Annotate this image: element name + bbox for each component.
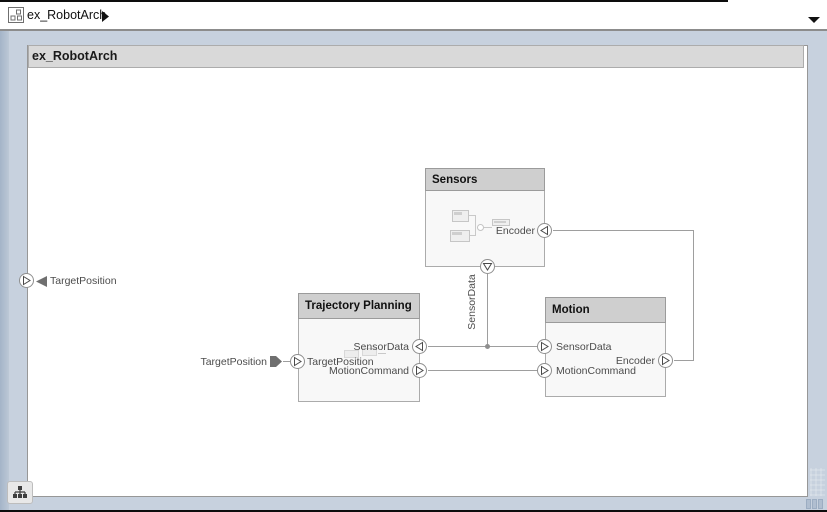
resize-grip-bar bbox=[818, 499, 823, 509]
port-tp-targetposition-input[interactable] bbox=[290, 354, 305, 369]
resize-grip-bar bbox=[806, 499, 811, 509]
sensors-preview-line bbox=[484, 227, 492, 228]
diagram-title-bar[interactable]: ex_RobotArch bbox=[28, 45, 804, 68]
component-motion[interactable]: Motion bbox=[545, 297, 666, 397]
connector-sensordata-vertical[interactable] bbox=[487, 274, 488, 347]
triangle-right-icon bbox=[294, 356, 302, 367]
port-label-tp-targetposition: TargetPosition bbox=[307, 356, 374, 368]
triangle-right-icon bbox=[541, 341, 549, 352]
port-motion-encoder-output[interactable] bbox=[658, 353, 673, 368]
connector-targetposition-stub[interactable] bbox=[283, 361, 291, 362]
triangle-right-icon bbox=[662, 355, 670, 366]
sensors-preview-line bbox=[469, 215, 476, 216]
triangle-right-icon bbox=[23, 275, 31, 286]
resize-grip-bar bbox=[812, 499, 817, 509]
sensors-preview-block bbox=[492, 219, 510, 226]
port-motion-motioncommand-input[interactable] bbox=[537, 363, 552, 378]
trajectory-preview-line bbox=[378, 353, 386, 354]
connector-encoder-h1[interactable] bbox=[674, 360, 694, 361]
sensors-preview-node bbox=[477, 224, 484, 231]
connector-sensordata-horizontal[interactable] bbox=[428, 346, 538, 347]
port-motion-sensordata-input[interactable] bbox=[537, 339, 552, 354]
trajectory-preview-block bbox=[362, 348, 377, 356]
caret-down-icon[interactable] bbox=[808, 11, 820, 29]
triangle-down-icon bbox=[482, 263, 493, 271]
connector-encoder-vertical[interactable] bbox=[693, 231, 694, 361]
triangle-right-icon bbox=[416, 365, 424, 376]
port-architecture-targetposition-input[interactable] bbox=[19, 273, 34, 288]
component-motion-header[interactable]: Motion bbox=[545, 297, 666, 323]
diagram-canvas[interactable] bbox=[27, 45, 808, 497]
triangle-left-icon bbox=[415, 341, 423, 352]
component-trajectory-planning-header[interactable]: Trajectory Planning bbox=[298, 293, 420, 319]
model-icon bbox=[8, 7, 24, 28]
connector-junction-dot bbox=[485, 344, 490, 349]
component-sensors[interactable]: Sensors bbox=[425, 168, 545, 267]
signal-source-label: TargetPosition bbox=[200, 356, 267, 368]
port-tp-sensordata-input[interactable] bbox=[412, 339, 427, 354]
caret-right-icon[interactable] bbox=[101, 9, 110, 27]
trajectory-preview-block bbox=[344, 350, 359, 358]
hierarchy-button[interactable] bbox=[7, 481, 33, 504]
sensors-preview-line bbox=[470, 235, 476, 236]
component-sensors-header[interactable]: Sensors bbox=[425, 168, 545, 191]
port-sensors-encoder-input[interactable] bbox=[537, 223, 552, 238]
resize-grip-pattern bbox=[810, 468, 825, 496]
window-top-border bbox=[0, 0, 728, 2]
component-trajectory-planning[interactable]: Trajectory Planning bbox=[298, 293, 420, 402]
port-label-tp-sensordata: SensorData bbox=[353, 341, 409, 353]
signal-tag-icon[interactable] bbox=[269, 355, 283, 373]
hierarchy-icon bbox=[13, 485, 27, 498]
port-sensors-sensordata-output[interactable] bbox=[480, 259, 495, 274]
port-tp-motioncommand-output[interactable] bbox=[412, 363, 427, 378]
workspace-left-shade bbox=[0, 31, 9, 512]
port-label-motion-motioncommand: MotionCommand bbox=[556, 365, 636, 377]
connector-encoder-h2[interactable] bbox=[553, 230, 694, 231]
boundary-input-label: TargetPosition bbox=[50, 275, 117, 287]
window-bottom-border bbox=[0, 510, 827, 512]
triangle-left-icon bbox=[540, 225, 548, 236]
breadcrumb-item-ex-robotarch[interactable]: ex_RobotArch bbox=[27, 8, 107, 22]
breadcrumb-bar: ex_RobotArch bbox=[0, 0, 827, 31]
triangle-right-icon bbox=[541, 365, 549, 376]
input-tag-icon bbox=[35, 275, 48, 293]
sensors-preview-block bbox=[452, 210, 469, 222]
port-label-tp-motioncommand: MotionCommand bbox=[329, 365, 409, 377]
port-label-sensors-encoder: Encoder bbox=[495, 225, 535, 237]
port-label-motion-sensordata: SensorData bbox=[556, 341, 612, 353]
sensors-preview-line bbox=[475, 215, 476, 236]
connector-motioncommand[interactable] bbox=[428, 370, 538, 371]
port-label-motion-encoder: Encoder bbox=[615, 355, 655, 367]
port-label-sensors-sensordata-vertical: SensorData bbox=[466, 274, 478, 330]
sensors-preview-block bbox=[450, 230, 470, 242]
